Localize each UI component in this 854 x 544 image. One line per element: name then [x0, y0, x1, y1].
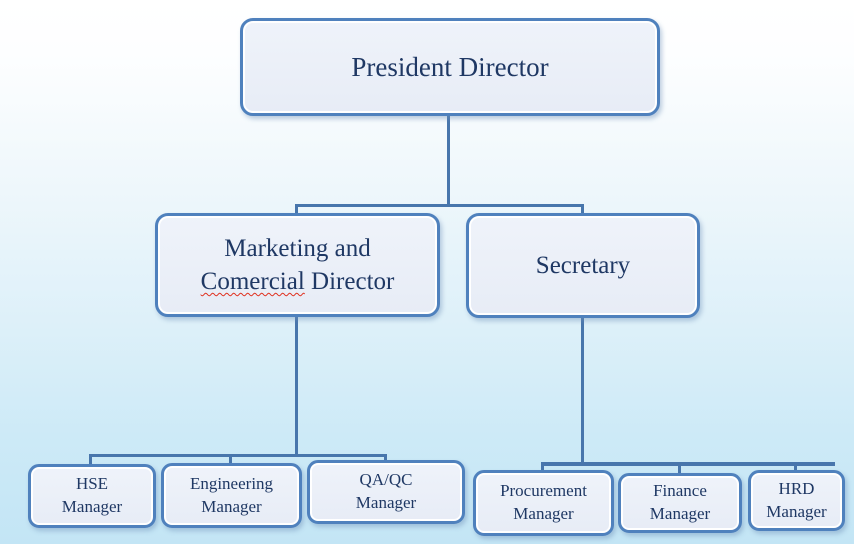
node-finance-manager[interactable]: Finance Manager — [618, 473, 742, 533]
connector-stub-finance — [678, 462, 681, 474]
node-qaqc-manager[interactable]: QA/QC Manager — [307, 460, 465, 524]
connector-stub-marketing — [295, 204, 298, 215]
node-finance-manager-label: Finance Manager — [621, 480, 739, 526]
connector-president-drop — [447, 115, 450, 207]
connector-stub-procurement — [541, 462, 544, 471]
label-text: President Director — [351, 51, 549, 82]
node-engineering-manager-label: Engineering Manager — [164, 473, 299, 519]
connector-left-group-bar — [89, 454, 387, 457]
node-secretary[interactable]: Secretary — [466, 213, 700, 318]
node-procurement-manager-label: Procurement Manager — [476, 480, 611, 526]
label-line1: QA/QC — [359, 470, 413, 490]
node-secretary-label: Secretary — [469, 249, 697, 282]
label-line1: Engineering — [189, 473, 274, 493]
label-misspelled-word: Comercial — [200, 268, 305, 295]
label-line1: HSE — [75, 474, 109, 494]
label-line2: Manager — [513, 504, 574, 523]
connector-stub-engineering — [229, 454, 232, 464]
node-hse-manager-label: HSE Manager — [31, 473, 153, 519]
label-line2: Manager — [201, 496, 262, 516]
node-president-director[interactable]: President Director — [240, 18, 660, 116]
node-marketing-comercial-director-label: Marketing and Comercial Director — [158, 232, 437, 298]
node-engineering-manager[interactable]: Engineering Manager — [161, 463, 302, 528]
label-line1: Marketing and — [224, 235, 371, 262]
label-line2: Manager — [649, 504, 711, 523]
node-hrd-manager-label: HRD Manager — [751, 478, 842, 524]
label-text: Secretary — [535, 252, 631, 279]
connector-stub-hse — [89, 454, 92, 465]
connector-stub-qaqc — [384, 454, 387, 461]
label-line2: Manager — [355, 493, 417, 512]
connector-level2-bar — [295, 204, 584, 207]
node-qaqc-manager-label: QA/QC Manager — [310, 469, 462, 515]
label-line2: Manager — [61, 497, 123, 516]
label-line1: Finance — [653, 481, 707, 501]
connector-secretary-drop — [581, 317, 584, 466]
node-marketing-comercial-director[interactable]: Marketing and Comercial Director — [155, 213, 440, 317]
label-line2-rest: Director — [311, 268, 395, 295]
connector-stub-hrd — [794, 462, 797, 471]
node-hrd-manager[interactable]: HRD Manager — [748, 470, 845, 531]
node-procurement-manager[interactable]: Procurement Manager — [473, 470, 614, 536]
connector-right-group-bar — [541, 462, 835, 466]
label-line1: HRD — [778, 478, 815, 498]
connector-stub-secretary — [581, 204, 584, 215]
label-line2: Manager — [766, 501, 827, 521]
node-president-director-label: President Director — [243, 51, 657, 83]
node-hse-manager[interactable]: HSE Manager — [28, 464, 156, 528]
connector-marketing-drop — [295, 314, 298, 457]
label-line1: Procurement — [500, 481, 587, 501]
